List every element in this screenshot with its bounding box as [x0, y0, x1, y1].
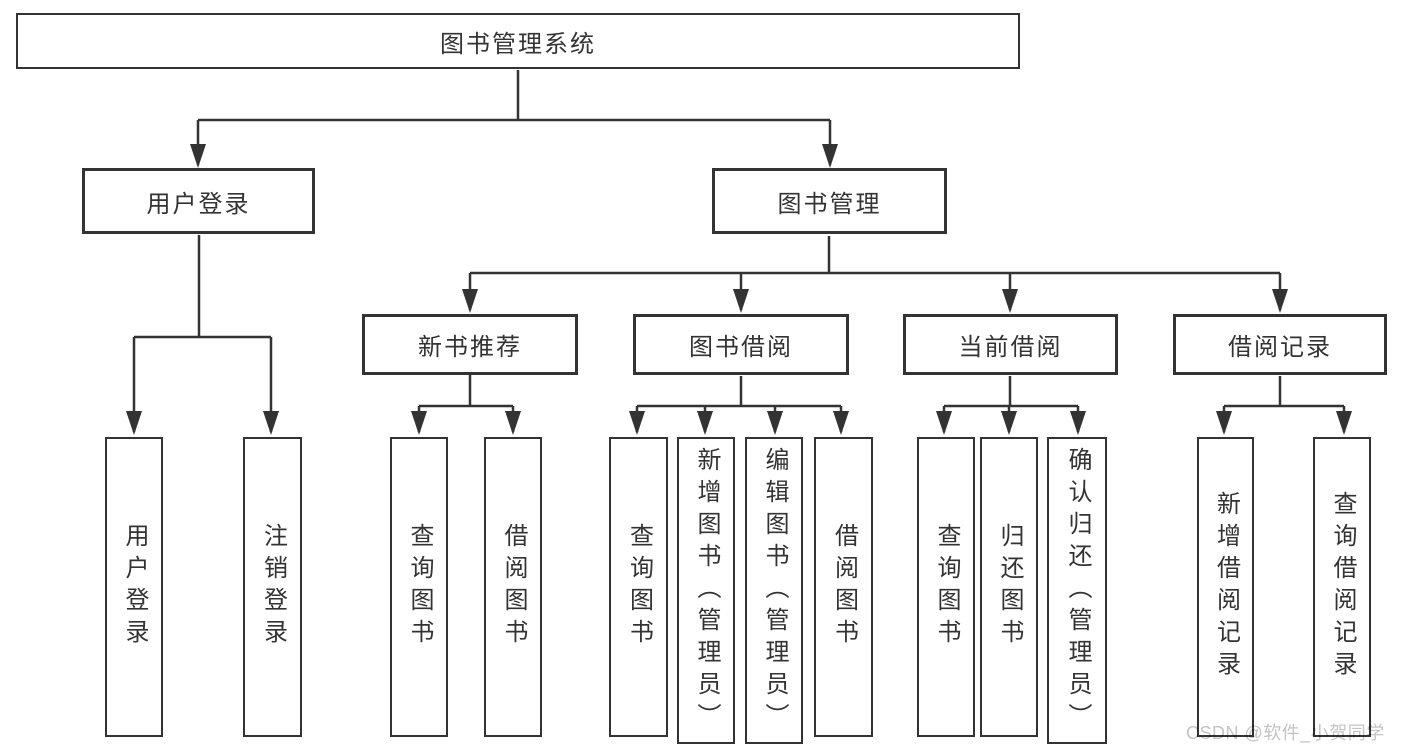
leaf-label: 确认归还（管理员） — [1064, 446, 1091, 735]
leaf-confirm-return-admin: 确认归还（管理员） — [1047, 437, 1107, 744]
leaf-edit-books-admin: 编辑图书（管理员） — [745, 437, 803, 744]
leaf-user-login: 用户登录 — [105, 437, 163, 737]
leaf-return-books: 归还图书 — [980, 437, 1038, 737]
node-book-management: 图书管理 — [712, 168, 947, 234]
csdn-watermark: CSDN @软件_小贺同学 — [1186, 723, 1385, 743]
leaf-label: 编辑图书（管理员） — [761, 446, 788, 735]
leaf-label: 查询图书 — [625, 523, 653, 651]
node-user-login: 用户登录 — [82, 168, 315, 234]
leaf-add-books-admin: 新增图书（管理员） — [677, 437, 735, 744]
node-book-borrowing: 图书借阅 — [633, 314, 849, 375]
node-new-book-recommendation: 新书推荐 — [362, 314, 578, 375]
leaf-add-borrow-record: 新增借阅记录 — [1197, 437, 1254, 737]
leaf-label: 新增借阅记录 — [1212, 491, 1240, 683]
leaf-borrow-books-recommend: 借阅图书 — [484, 437, 542, 737]
node-borrowing-records: 借阅记录 — [1173, 314, 1387, 375]
leaf-label: 查询图书 — [406, 523, 433, 651]
leaf-label: 借阅图书 — [830, 523, 858, 651]
leaf-borrow-books-borrowing: 借阅图书 — [814, 437, 873, 737]
node-current-borrowing: 当前借阅 — [903, 314, 1118, 375]
leaf-query-books-recommend: 查询图书 — [390, 437, 448, 737]
leaf-label: 注销登录 — [259, 523, 287, 651]
leaf-query-books-current: 查询图书 — [917, 437, 975, 737]
leaf-logout-login: 注销登录 — [243, 437, 302, 737]
leaf-label: 用户登录 — [121, 523, 148, 651]
leaf-label: 查询图书 — [933, 523, 960, 651]
leaf-label: 借阅图书 — [500, 523, 527, 651]
leaf-query-borrow-record: 查询借阅记录 — [1313, 437, 1371, 737]
leaf-label: 归还图书 — [996, 523, 1023, 651]
node-root: 图书管理系统 — [16, 13, 1020, 69]
leaf-label: 查询借阅记录 — [1329, 491, 1356, 683]
leaf-query-books-borrowing: 查询图书 — [609, 437, 668, 737]
leaf-label: 新增图书（管理员） — [693, 446, 720, 735]
